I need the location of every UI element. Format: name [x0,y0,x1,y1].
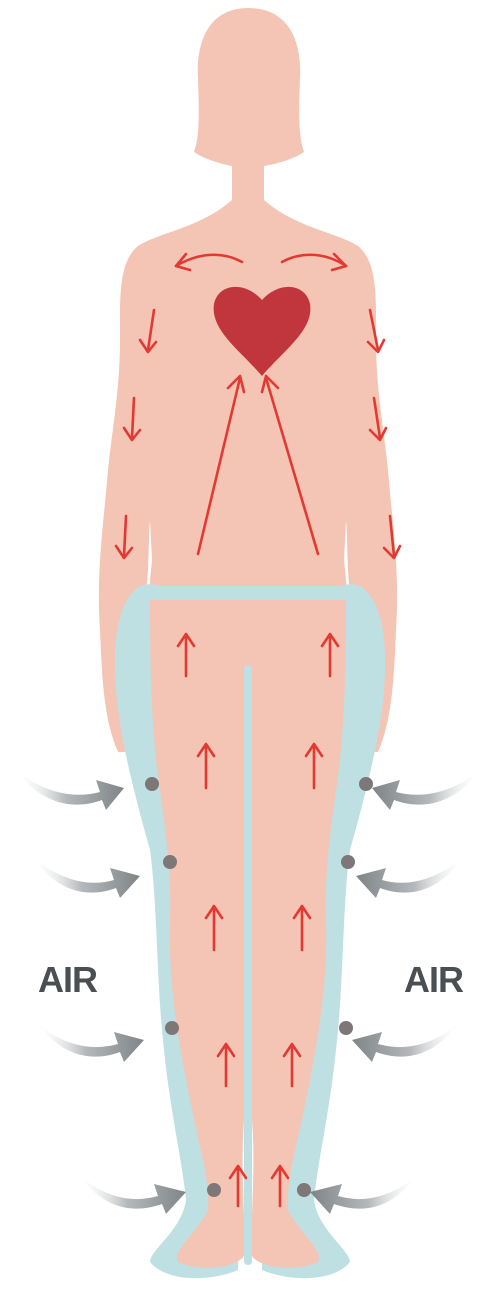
pressure-point [341,855,355,869]
curved-arrow-icon [310,1176,416,1214]
pressure-point [165,1021,179,1035]
air-label-left: AIR [38,959,98,1000]
curved-arrow-icon [352,1024,458,1062]
curved-arrow-icon [80,1176,186,1214]
curved-arrow-icon [372,772,478,810]
curved-arrow-icon [34,858,140,898]
pressure-point [207,1183,221,1197]
pressure-point [145,777,159,791]
pressure-point [359,777,373,791]
pressure-point [163,855,177,869]
curved-arrow-icon [356,858,462,898]
air-label-right: AIR [404,959,464,1000]
curved-arrow-icon [38,1024,144,1062]
pressure-point [297,1183,311,1197]
curved-arrow-icon [18,772,124,810]
pressure-point [339,1021,353,1035]
